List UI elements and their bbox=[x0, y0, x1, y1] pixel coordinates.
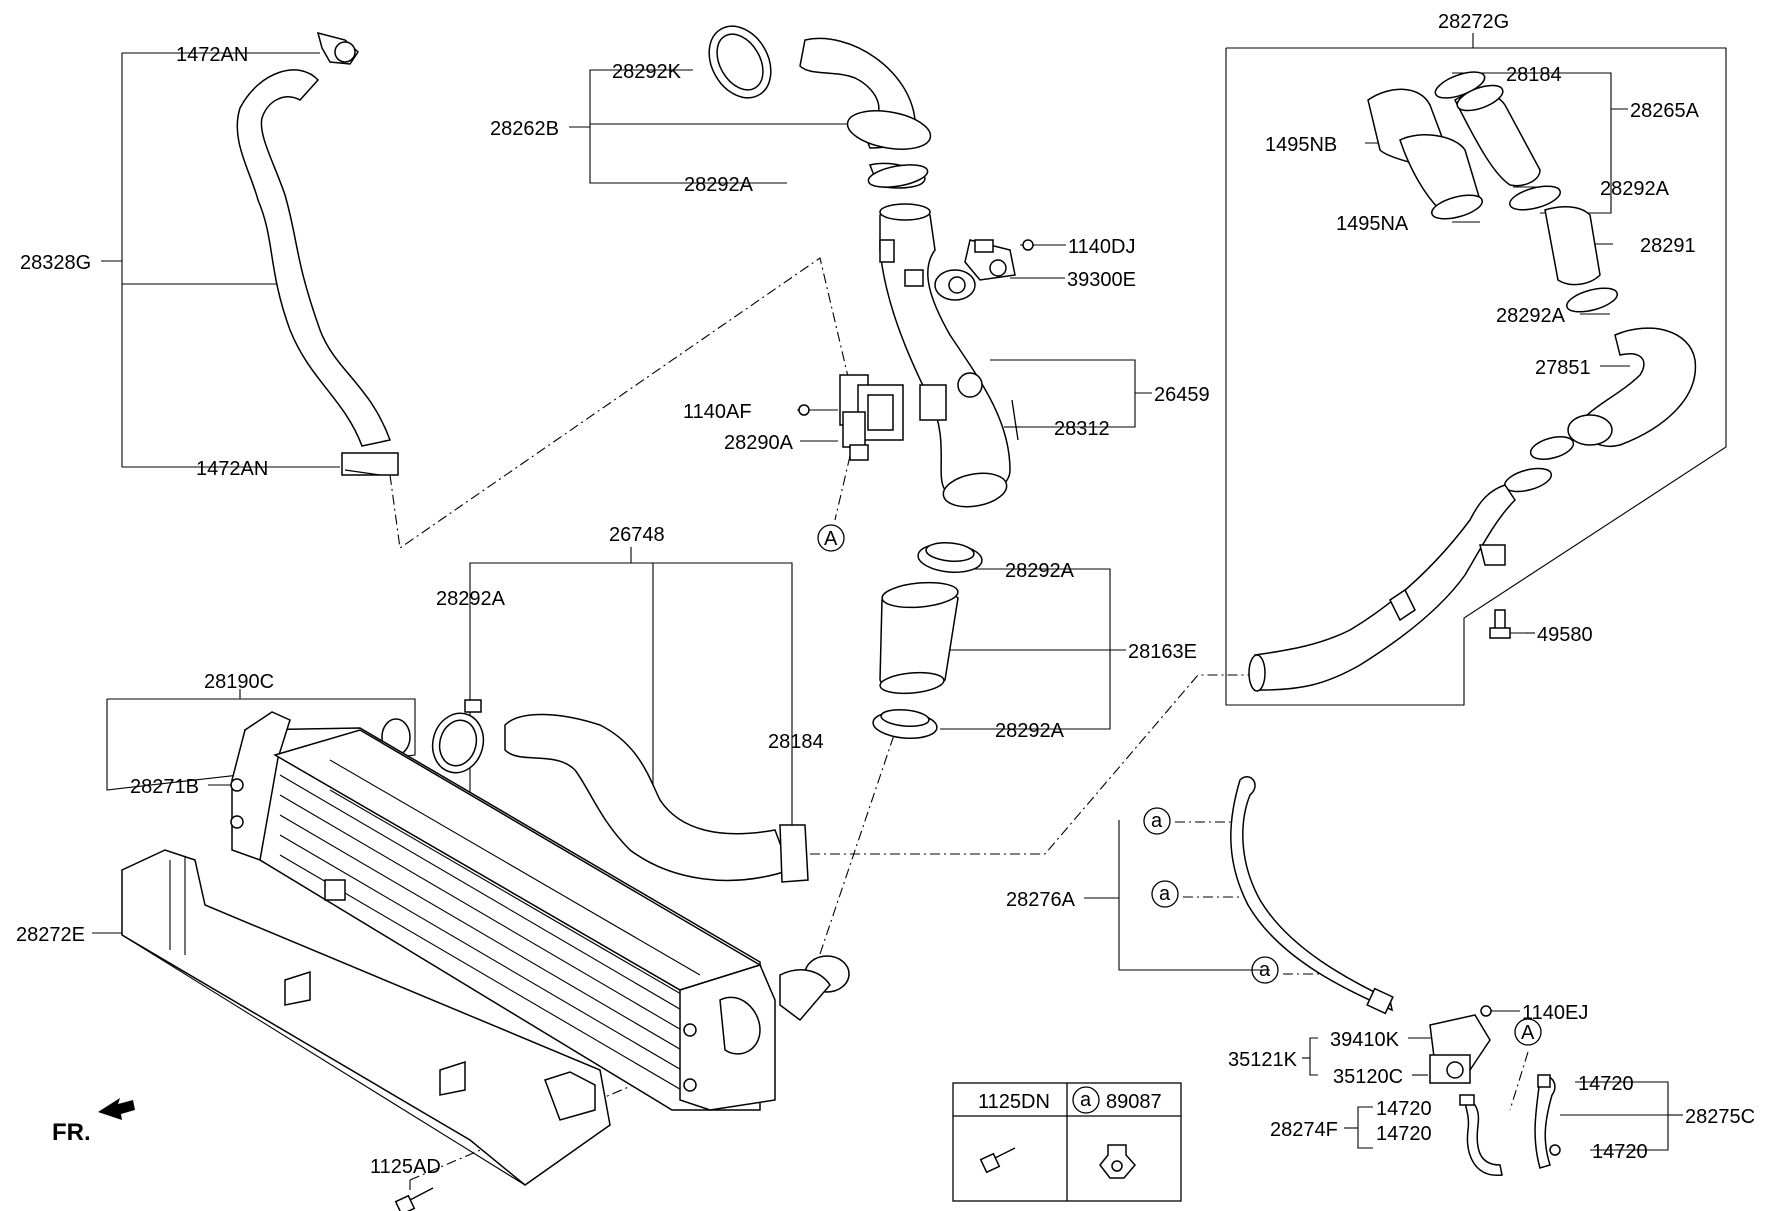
reference-markers: A A a a a a bbox=[817, 524, 1542, 1114]
legend-1125DN: 1125DN bbox=[978, 1091, 1050, 1113]
label-28275C: 28275C bbox=[1685, 1106, 1755, 1128]
label-28276A: 28276A bbox=[1006, 889, 1076, 911]
label-28292A-right1: 28292A bbox=[1600, 178, 1670, 200]
label-28292A-right2: 28292A bbox=[1496, 305, 1566, 327]
leader-lines bbox=[92, 33, 1727, 1190]
label-1140EJ: 1140EJ bbox=[1522, 1002, 1588, 1024]
label-28292K: 28292K bbox=[612, 61, 682, 83]
label-49580: 49580 bbox=[1537, 624, 1593, 646]
label-26748: 26748 bbox=[609, 524, 665, 546]
label-28271B: 28271B bbox=[130, 776, 199, 798]
front-arrow-icon bbox=[98, 1098, 135, 1120]
label-28292A-left: 28292A bbox=[436, 588, 506, 610]
label-39410K: 39410K bbox=[1330, 1029, 1400, 1051]
shroud-28272E bbox=[121, 849, 611, 1186]
hose-28276A bbox=[1230, 775, 1394, 1015]
label-1140DJ: 1140DJ bbox=[1068, 236, 1135, 258]
valve-28290A bbox=[798, 374, 904, 461]
labels: 28272G 1472AN 28292K 28262B 28292A 28328… bbox=[16, 11, 1755, 1178]
label-14720-b: 14720 bbox=[1376, 1098, 1432, 1120]
hose-26748 bbox=[381, 699, 809, 883]
label-28265A: 28265A bbox=[1630, 100, 1700, 122]
label-35121K: 35121K bbox=[1228, 1049, 1298, 1071]
intercooler-28190C bbox=[230, 711, 850, 1111]
label-28292A-upper: 28292A bbox=[684, 174, 754, 196]
label-14720-a: 14720 bbox=[1578, 1073, 1634, 1095]
pipe-26459 bbox=[879, 203, 1019, 508]
ref-A-right: A bbox=[1521, 1022, 1535, 1044]
label-27851: 27851 bbox=[1535, 357, 1591, 379]
label-28190C: 28190C bbox=[204, 671, 274, 693]
label-1472AN-top: 1472AN bbox=[176, 44, 248, 66]
ref-a-1: a bbox=[1151, 810, 1163, 832]
sensor-39300E bbox=[964, 239, 1034, 281]
label-28291: 28291 bbox=[1640, 235, 1696, 257]
label-fr: FR. bbox=[52, 1119, 91, 1146]
bolt-1125AD bbox=[394, 1187, 434, 1211]
ref-a-3: a bbox=[1259, 959, 1271, 981]
ref-a-2: a bbox=[1159, 883, 1171, 905]
label-26459: 26459 bbox=[1154, 384, 1210, 406]
hose-28328G bbox=[236, 31, 399, 476]
label-28292A-mid2: 28292A bbox=[995, 720, 1065, 742]
label-14720-c: 14720 bbox=[1376, 1123, 1432, 1145]
label-28328G: 28328G bbox=[20, 252, 91, 274]
label-28262B: 28262B bbox=[490, 118, 559, 140]
hoses-28272G bbox=[1248, 71, 1697, 692]
hoses-14720 bbox=[1459, 1074, 1561, 1176]
label-28274F: 28274F bbox=[1270, 1119, 1338, 1141]
label-1140AF: 1140AF bbox=[683, 401, 752, 423]
label-28290A: 28290A bbox=[724, 432, 794, 454]
hose-28163E bbox=[872, 542, 983, 739]
label-35120C: 35120C bbox=[1333, 1066, 1403, 1088]
label-28312: 28312 bbox=[1054, 418, 1110, 440]
legend-89087: 89087 bbox=[1106, 1091, 1162, 1113]
ref-A-left: A bbox=[824, 528, 838, 550]
legend-table bbox=[952, 1082, 1182, 1202]
label-1125AD: 1125AD bbox=[370, 1156, 441, 1178]
label-1472AN-bottom: 1472AN bbox=[196, 458, 268, 480]
label-28292A-mid1: 28292A bbox=[1005, 560, 1075, 582]
label-28272G: 28272G bbox=[1438, 11, 1509, 33]
label-28184-right: 28184 bbox=[1506, 64, 1562, 86]
label-28163E: 28163E bbox=[1128, 641, 1197, 663]
legend-ref-a: a bbox=[1080, 1089, 1092, 1111]
label-39300E: 39300E bbox=[1067, 269, 1136, 291]
label-14720-d: 14720 bbox=[1592, 1141, 1648, 1163]
label-28184-mid: 28184 bbox=[768, 731, 824, 753]
label-1495NB: 1495NB bbox=[1265, 134, 1337, 156]
label-28272E: 28272E bbox=[16, 924, 85, 946]
label-1495NA: 1495NA bbox=[1336, 213, 1409, 235]
solenoid-35121K bbox=[1429, 1005, 1492, 1084]
clamp-28292K-elbow-28262B bbox=[708, 25, 932, 189]
